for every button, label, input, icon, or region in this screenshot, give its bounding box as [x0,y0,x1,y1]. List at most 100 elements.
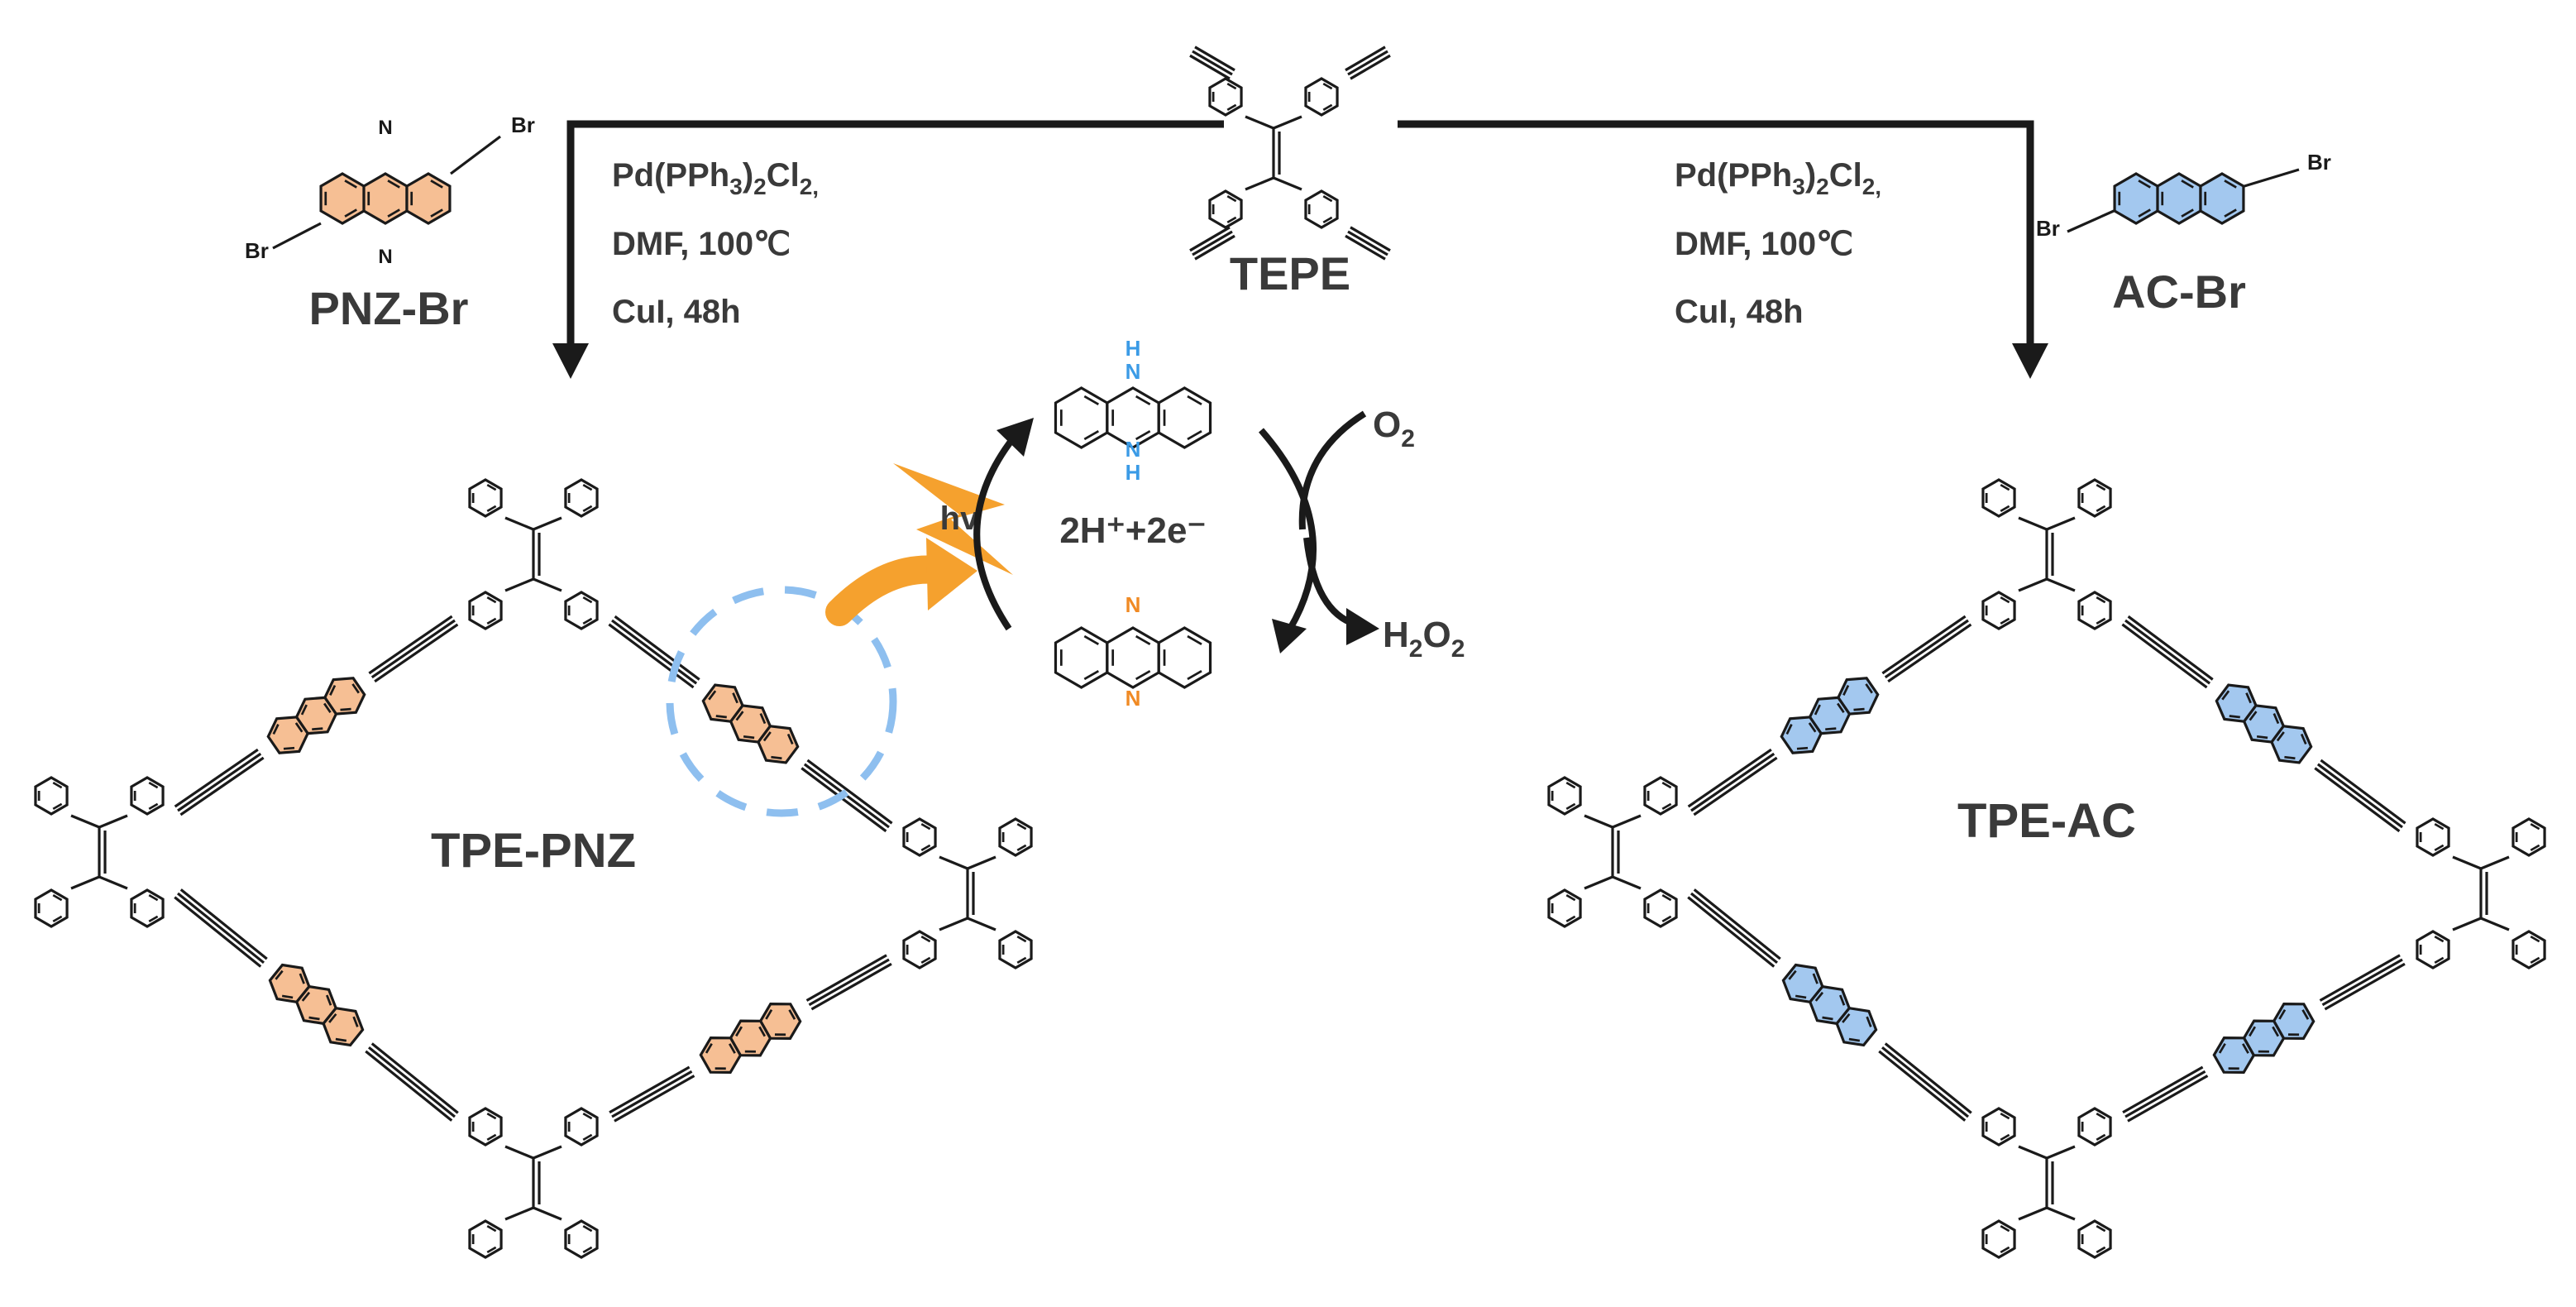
ring-double-bond [1135,669,1151,681]
ring-double-bond [2272,1026,2280,1037]
light-label: hv [940,500,979,537]
tepe-label: TEPE [1230,247,1350,299]
alkyne-bond [609,1065,691,1114]
ring-double-bond [735,1026,743,1037]
ring-double-bond [328,1013,337,1023]
tpe-arm-bond [1273,115,1302,130]
left-conditions: Pd(PPh3)2Cl2, DMF, 100℃ CuI, 48h [612,157,819,330]
tpe-arm-bond [939,917,968,931]
alkyne-bond [1689,892,1778,965]
ring-double-bond [2284,755,2296,760]
fw-left-linker-ring [699,1037,743,1074]
active-site-highlight-circle [666,586,897,817]
pnz-br-label: PNZ-Br [309,282,469,334]
ring-double-bond [52,781,63,789]
ac-br-atom-left: Br [2036,216,2060,241]
ring-double-bond [582,1246,593,1254]
ring-double-bond [1838,994,1846,1006]
ring-double-bond [281,994,294,999]
ring-double-bond [486,505,497,513]
right-catalyst: Pd(PPh3)2Cl2, [1675,157,1881,199]
br-bond [450,135,501,175]
ring-double-bond [2221,690,2230,701]
alkyne-bond [1881,1046,1970,1118]
tpe-phenyl-ring [1981,478,2016,518]
ring-double-bond [329,684,337,696]
ring-double-bond [705,1042,713,1054]
tpe-phenyl-ring [2077,1107,2112,1147]
ring-double-bond [2530,822,2540,831]
ring-double-bond [1016,822,1027,831]
ring-double-bond [1016,844,1027,852]
tpe-arm-bond [2046,1145,2076,1160]
tpe-arm-bond [1584,875,1613,890]
phenazine-n-bottom: N [1126,686,1141,711]
tpe-arm-bond [1612,814,1642,829]
dihydro-nh-bottom: H [1126,460,1141,485]
alkyne-bond [801,767,887,833]
ring-double-bond [2224,208,2237,218]
ring-double-bond [1565,802,1576,811]
alkyne-bond [1693,756,1778,816]
tpe-arm-bond [98,814,128,829]
ring-double-bond [1661,802,1672,811]
ring-double-bond [762,731,772,742]
ring-double-bond [300,704,308,716]
ring-double-bond [920,844,931,852]
ring-double-bond [486,1224,497,1233]
ring-double-bond [2249,1026,2257,1037]
ring-double-bond [1187,395,1202,406]
light-excitation-arrow [825,538,977,626]
br-bond [272,222,322,250]
tpe-arm-bond [1584,814,1613,829]
tpe-arm-bond [2018,1145,2048,1160]
ring-double-bond [1016,956,1027,965]
tpe-arm-bond [2018,1206,2048,1221]
ring-double-bond [582,596,593,604]
ring-double-bond [920,822,931,831]
tpe-arm-bond [967,917,996,931]
ring-double-bond [301,991,311,1002]
ring-double-bond [771,755,782,760]
ring-double-bond [2096,1246,2106,1254]
ring-double-bond [1822,1016,1833,1021]
ring-double-bond [2242,1043,2249,1054]
tpe-phenyl-ring [468,478,503,518]
ring-double-bond [430,208,443,218]
tpe-arm-bond [1245,115,1274,130]
ring-double-bond [2245,692,2252,704]
ring-double-bond [2256,735,2268,740]
alkyne-bond [1189,54,1231,80]
phenazine-redox-structures [1054,386,1212,689]
ring-double-bond [2138,180,2151,189]
ring-double-bond [1853,707,1865,711]
ring-double-bond [2096,596,2106,604]
ring-double-bond [325,994,332,1006]
ring-double-bond [1322,216,1333,224]
ring-double-bond [2218,1042,2226,1054]
pnz-ring [319,172,366,225]
alkyne-bond [1345,234,1386,261]
ring-double-bond [2000,1246,2010,1254]
tpe-phenyl-ring [130,888,165,928]
ring-double-bond [1788,969,1797,980]
ring-double-bond [486,596,497,604]
ring-double-bond [2000,483,2010,491]
ring-double-bond [1322,194,1333,203]
peroxide-arrow [1303,537,1379,645]
right-conditions: Pd(PPh3)2Cl2, DMF, 100℃ CuI, 48h [1675,157,1881,330]
ring-double-bond [1083,634,1099,646]
tpe-arm-bond [1273,176,1302,191]
ac-ring [2113,172,2159,225]
tpe-phenyl-ring [2416,930,2450,969]
pnz-n-atom-bottom: N [378,246,392,268]
ring-double-bond [2434,935,2445,943]
tpe-phenyl-ring [2511,930,2546,969]
left-solvent: DMF, 100℃ [612,226,791,262]
tpe-phenyl-ring [564,1107,599,1147]
ring-double-bond [1565,915,1576,923]
ring-double-bond [1565,893,1576,902]
tpe-phenyl-ring [998,930,1033,969]
ring-double-bond [1848,1037,1861,1042]
